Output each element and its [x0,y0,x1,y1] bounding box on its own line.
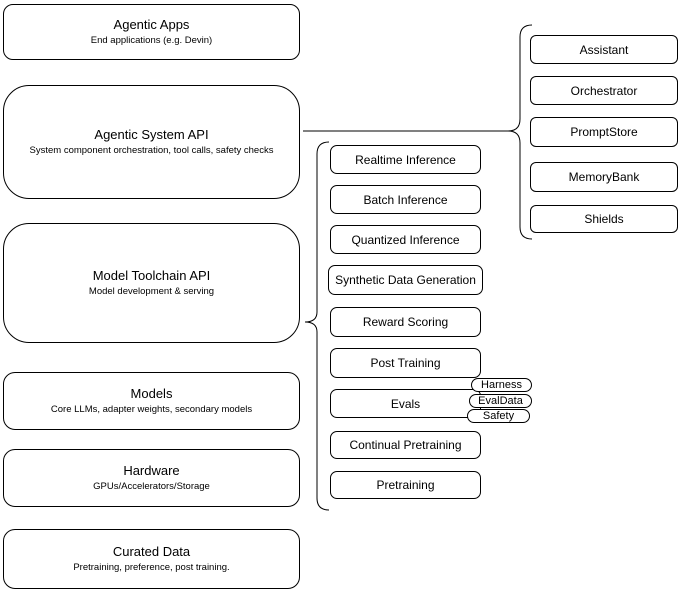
tag-safety: Safety [467,409,530,423]
box-title: Agentic System API [94,127,209,142]
box-title: Hardware [123,463,180,478]
box-batch-inference: Batch Inference [330,185,481,214]
box-agentic-apps: Agentic Apps End applications (e.g. Devi… [3,4,300,60]
box-post-training: Post Training [330,348,481,378]
box-orchestrator: Orchestrator [530,76,678,105]
box-realtime-inference: Realtime Inference [330,145,481,174]
box-quantized-inference: Quantized Inference [330,225,481,254]
box-title: Curated Data [112,544,191,559]
box-curated-data: Curated Data Pretraining, preference, po… [3,529,300,589]
box-model-toolchain-api: Model Toolchain API Model development & … [3,223,300,343]
box-subtitle: Core LLMs, adapter weights, secondary mo… [50,404,253,415]
box-reward-scoring: Reward Scoring [330,307,481,337]
box-title: Models [130,386,173,401]
box-subtitle: End applications (e.g. Devin) [90,35,213,46]
box-memorybank: MemoryBank [530,162,678,192]
box-subtitle: System component orchestration, tool cal… [29,145,274,156]
box-promptstore: PromptStore [530,117,678,147]
components-brace [507,24,533,240]
toolchain-brace [304,141,330,511]
box-subtitle: Pretraining, preference, post training. [73,562,230,573]
box-continual-pretraining: Continual Pretraining [330,431,481,459]
box-models: Models Core LLMs, adapter weights, secon… [3,372,300,430]
box-hardware: Hardware GPUs/Accelerators/Storage [3,449,300,507]
box-subtitle: Model development & serving [88,286,215,297]
tag-evaldata: EvalData [469,394,532,408]
box-shields: Shields [530,205,678,233]
box-assistant: Assistant [530,35,678,64]
box-synthetic-data-generation: Synthetic Data Generation [328,265,483,295]
box-evals: Evals [330,389,481,418]
box-subtitle: GPUs/Accelerators/Storage [93,481,210,492]
box-agentic-system-api: Agentic System API System component orch… [3,85,300,199]
tag-harness: Harness [471,378,532,392]
box-title: Agentic Apps [113,17,190,32]
box-pretraining: Pretraining [330,471,481,499]
box-title: Model Toolchain API [92,268,211,283]
